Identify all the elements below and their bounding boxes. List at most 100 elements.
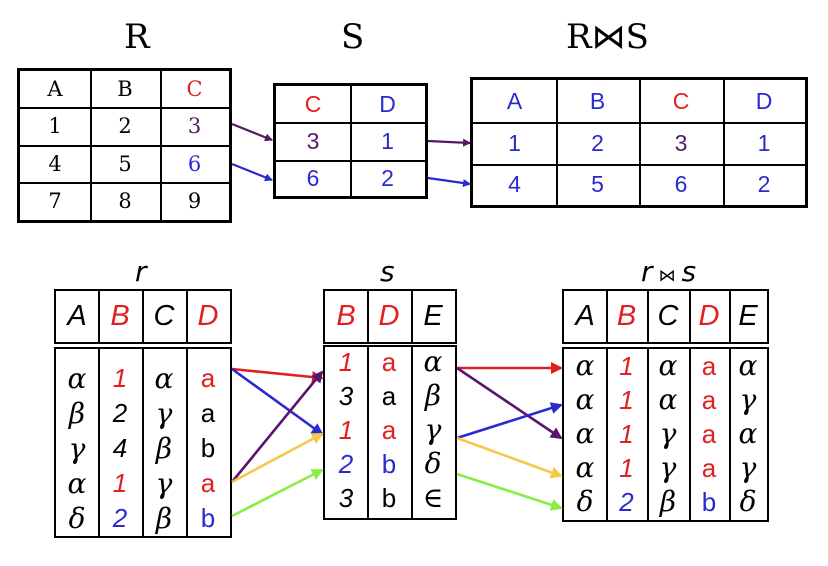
s-cell: a <box>381 381 397 411</box>
rs-cell: γ <box>659 451 677 484</box>
S-cell: 3 <box>306 127 320 154</box>
title-s: s <box>380 255 395 288</box>
R-cell: 9 <box>187 189 202 213</box>
arrow-s4-to-rs5 <box>456 472 563 511</box>
rs-col-A: α α α α δ <box>564 349 606 519</box>
R-cell: 8 <box>118 189 132 213</box>
r-cell: γ <box>155 467 173 500</box>
r-cell: 1 <box>112 363 128 393</box>
s-header-D: D <box>378 300 400 332</box>
rs-cell: a <box>701 453 717 483</box>
S-cell: 2 <box>381 164 394 191</box>
rs-cell: α <box>575 451 595 484</box>
r-cell: 2 <box>112 503 128 533</box>
arrow-S1-to-RS1 <box>427 138 471 147</box>
rs-col-E: α γ α γ δ <box>729 349 767 519</box>
RS-cell: 3 <box>674 129 688 156</box>
arrow-r4-to-s3 <box>231 432 324 484</box>
rs-cell: a <box>701 419 717 449</box>
s-col-E: α β γ δ ∈ <box>411 345 455 515</box>
S-cell: 6 <box>306 164 320 191</box>
r-cell: β <box>155 502 173 535</box>
r-col-D: a a b a b <box>186 361 230 536</box>
r-col-A: α β γ α δ <box>56 361 98 536</box>
s-cell: γ <box>424 413 442 446</box>
title-rs: r⋈s <box>641 258 696 286</box>
rs-header-C: C <box>657 300 679 332</box>
rs-col-C: α α γ γ β <box>647 349 689 519</box>
s-cell: 3 <box>338 381 354 411</box>
rs-cell: 1 <box>619 453 634 483</box>
r-cell: a <box>200 398 216 428</box>
s-col-D: a a a b b <box>367 345 411 515</box>
r-header-B: B <box>110 300 130 332</box>
rs-header-row: A B C D E <box>562 289 769 344</box>
title-RS: R⋈S <box>566 17 649 57</box>
rs-cell: γ <box>739 383 757 416</box>
rs-cell: α <box>658 383 678 416</box>
RS-cell: 2 <box>591 129 604 156</box>
title-S: S <box>341 17 365 57</box>
RS-cell: 1 <box>757 129 771 156</box>
table-S: C D 3 1 6 2 <box>273 83 428 199</box>
rs-cell: a <box>701 385 717 415</box>
arrow-R6-to-S6 <box>231 162 273 182</box>
r-header-row: A B C D <box>54 289 232 344</box>
rs-cell: α <box>575 349 595 382</box>
title-rs-r: r <box>641 255 653 288</box>
R-header-B: B <box>117 77 133 101</box>
title-r: r <box>135 255 147 288</box>
r-cell: b <box>200 503 216 533</box>
s-cell: 1 <box>338 347 354 377</box>
RS-header-D: D <box>755 87 773 114</box>
R-cell: 5 <box>118 151 132 176</box>
s-cell: β <box>424 379 442 412</box>
r-cell: a <box>200 468 216 498</box>
rs-header-E: E <box>738 300 758 332</box>
arrow-R3-to-S3 <box>231 122 273 142</box>
arrow-s3-to-rs4 <box>456 436 563 479</box>
r-header-C: C <box>153 300 175 332</box>
arrow-r5-to-s4 <box>231 468 324 518</box>
rs-cell: δ <box>576 485 594 518</box>
r-cell: β <box>68 397 86 430</box>
arrow-s1-to-rs3 <box>456 366 563 440</box>
rs-body: α α α α δ 1 1 1 1 2 α α γ γ β a a a a b <box>562 347 769 522</box>
s-cell: ∈ <box>422 481 444 514</box>
r-body: α β γ α δ 1 2 4 1 2 α γ β γ β a a b a b <box>54 347 232 538</box>
rs-cell: α <box>738 349 758 382</box>
r-cell: a <box>200 363 216 393</box>
rs-col-D: a a a a b <box>689 349 729 519</box>
rs-cell: α <box>575 417 595 450</box>
rs-cell: γ <box>739 451 757 484</box>
s-body: 1 3 1 2 3 a a a b b α β γ δ ∈ <box>323 345 457 520</box>
s-cell: 2 <box>338 449 354 479</box>
rs-cell: γ <box>659 417 677 450</box>
join-symbol-icon: ⋈ <box>658 266 676 286</box>
rs-cell: α <box>738 417 758 450</box>
rs-cell: 1 <box>619 385 634 415</box>
R-cell: 6 <box>187 151 202 176</box>
rs-cell: δ <box>739 485 757 518</box>
r-cell: β <box>155 432 173 465</box>
title-rs-s: s <box>681 255 697 288</box>
rs-cell: α <box>575 383 595 416</box>
arrow-r1-to-s3 <box>231 367 324 436</box>
r-cell: γ <box>68 432 86 465</box>
s-cell: b <box>381 449 397 479</box>
arrow-r1-to-s1 <box>231 367 324 383</box>
S-header-D: D <box>379 90 396 117</box>
r-header-D: D <box>197 300 219 332</box>
r-col-B: 1 2 4 1 2 <box>98 361 142 536</box>
s-col-B: 1 3 1 2 3 <box>325 345 367 515</box>
RS-cell: 4 <box>508 171 521 197</box>
r-cell: δ <box>68 502 86 535</box>
s-cell: 1 <box>338 415 354 445</box>
r-cell: α <box>154 362 174 395</box>
s-header-E: E <box>423 300 443 332</box>
r-cell: 2 <box>112 398 128 428</box>
s-header-B: B <box>336 300 356 332</box>
r-cell: b <box>200 433 216 463</box>
arrow-r4-to-s1 <box>230 370 324 483</box>
